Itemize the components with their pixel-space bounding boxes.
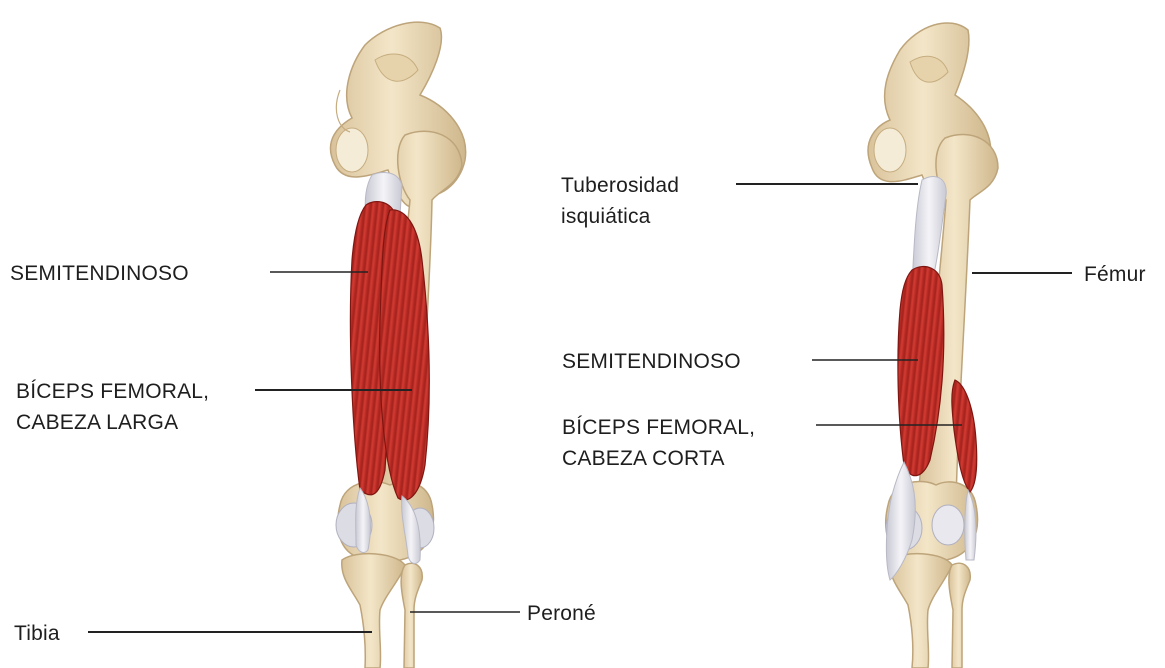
right-leg-view bbox=[868, 23, 998, 668]
left-fibula bbox=[401, 563, 422, 668]
right-tibia bbox=[890, 554, 952, 668]
right-fibula bbox=[949, 563, 970, 668]
label-semitendinoso-right: SEMITENDINOSO bbox=[562, 346, 741, 377]
label-femur: Fémur bbox=[1084, 259, 1146, 290]
left-tibia bbox=[342, 554, 405, 668]
left-leg-view bbox=[330, 22, 465, 668]
label-perone: Peroné bbox=[527, 598, 596, 629]
label-semitendinoso-left: SEMITENDINOSO bbox=[10, 258, 189, 289]
label-biceps-femoral-cabeza-corta: BÍCEPS FEMORAL, CABEZA CORTA bbox=[562, 412, 755, 474]
label-tibia: Tibia bbox=[14, 618, 60, 649]
label-tuberosidad-isquiatica: Tuberosidad isquiática bbox=[561, 170, 679, 232]
label-biceps-femoral-cabeza-larga: BÍCEPS FEMORAL, CABEZA LARGA bbox=[16, 376, 209, 438]
